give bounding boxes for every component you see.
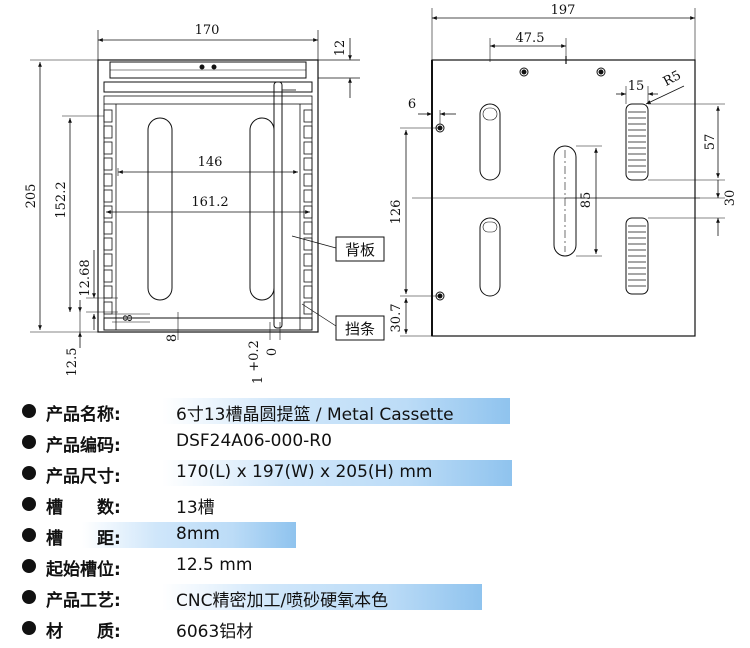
- plate-slot-left-lower: [479, 217, 501, 297]
- left-view: [30, 30, 360, 348]
- back-plate-slot-left: [147, 117, 173, 301]
- spec-row-slot-pitch: 槽 距: 8mm: [22, 522, 742, 550]
- dim-30-text: 30: [723, 190, 738, 207]
- dim-r5-text: R5: [661, 68, 684, 90]
- dim-197-text: 197: [551, 3, 576, 18]
- spec-highlight: [162, 398, 510, 424]
- dim-170-text: 170: [195, 23, 220, 38]
- spec-row-material: 材 质: 6063铝材: [22, 615, 742, 643]
- bullet-icon: [22, 590, 36, 604]
- right-slot-comb: [299, 104, 313, 330]
- spec-value: 6寸13槽晶圆提篮 / Metal Cassette: [176, 405, 454, 425]
- left-slot-comb: [103, 104, 117, 330]
- dim-205-text: 205: [24, 184, 39, 209]
- bullet-icon: [22, 404, 36, 418]
- spec-label: 材 质:: [46, 622, 121, 642]
- spec-row-size: 产品尺寸: 170(L) x 197(W) x 205(H) mm: [22, 460, 742, 488]
- dim-tol-text: +0.2: [247, 340, 262, 372]
- dim-85-text: 85: [579, 192, 594, 209]
- spec-label: 产品名称:: [46, 405, 121, 425]
- spec-value: 13槽: [176, 498, 215, 518]
- spec-label: 起始槽位:: [46, 560, 121, 580]
- spec-row-start-slot: 起始槽位: 12.5 mm: [22, 553, 742, 581]
- dim-126-text: 126: [389, 200, 404, 225]
- spec-value: DSF24A06-000-R0: [176, 431, 332, 451]
- dim-6-text: 6: [408, 97, 416, 112]
- spec-highlight: [162, 584, 482, 610]
- spec-label: 产品尺寸:: [46, 467, 121, 487]
- bullet-icon: [22, 528, 36, 542]
- label-back-plate: 背板: [345, 241, 375, 259]
- bullet-icon: [22, 621, 36, 635]
- spec-highlight: [162, 460, 512, 486]
- spec-value: 12.5 mm: [176, 555, 253, 575]
- spec-value: 8mm: [176, 524, 220, 544]
- spec-row-process: 产品工艺: CNC精密加工/喷砂硬氧本色: [22, 584, 742, 612]
- dim-8-bottom-text: 8: [165, 334, 180, 342]
- back-plate-slot-right: [249, 117, 275, 301]
- cassette-frame: [97, 59, 319, 333]
- label-box-stop-bar: [335, 315, 385, 341]
- dim-tol-0-text: 0: [265, 348, 280, 356]
- label-box-back-plate: [335, 236, 385, 262]
- dim-15-text: 15: [628, 79, 645, 94]
- plate-slot-right-upper: [625, 103, 649, 181]
- dim-12-68-text: 12.68: [78, 259, 93, 296]
- bullet-icon: [22, 559, 36, 573]
- spec-row-name: 产品名称: 6寸13槽晶圆提篮 / Metal Cassette: [22, 398, 742, 426]
- spec-value: 170(L) x 197(W) x 205(H) mm: [176, 462, 433, 482]
- dim-slot-8-text: 8: [121, 314, 135, 322]
- dim-47-5-text: 47.5: [516, 31, 545, 46]
- dim-57-text: 57: [703, 134, 718, 151]
- dim-152-text: 152.2: [54, 181, 69, 218]
- dim-12-text: 12: [333, 40, 348, 57]
- spec-value: 6063铝材: [176, 622, 254, 642]
- spec-label: 产品编码:: [46, 436, 121, 456]
- dim-30-7-text: 30.7: [389, 304, 404, 333]
- leader-r5: [645, 85, 685, 105]
- dim-161-text: 161.2: [191, 195, 228, 210]
- spec-highlight: [82, 522, 296, 548]
- bullet-icon: [22, 466, 36, 480]
- technical-drawing: 背板 挡条 170 12 146 161.2 205 152.2 12.68 8…: [24, 3, 738, 384]
- dim-12-5-text: 12.5: [65, 348, 80, 377]
- spec-label: 槽 数:: [46, 498, 121, 518]
- dim-146-text: 146: [198, 155, 223, 170]
- right-view: [400, 8, 725, 337]
- spec-label: 槽 距:: [46, 529, 121, 549]
- bullet-icon: [22, 435, 36, 449]
- plate-slot-right-lower: [625, 217, 649, 295]
- label-stop-bar: 挡条: [345, 320, 375, 338]
- spec-row-code: 产品编码: DSF24A06-000-R0: [22, 429, 742, 457]
- spec-value: CNC精密加工/喷砂硬氧本色: [176, 591, 389, 611]
- stop-bar: [273, 81, 283, 329]
- bullet-icon: [22, 497, 36, 511]
- spec-row-slot-count: 槽 数: 13槽: [22, 491, 742, 519]
- dim-one-text: 1: [251, 376, 266, 384]
- plate-slot-left-upper: [479, 103, 501, 181]
- spec-label: 产品工艺:: [46, 591, 121, 611]
- plate-slot-center: [553, 145, 577, 257]
